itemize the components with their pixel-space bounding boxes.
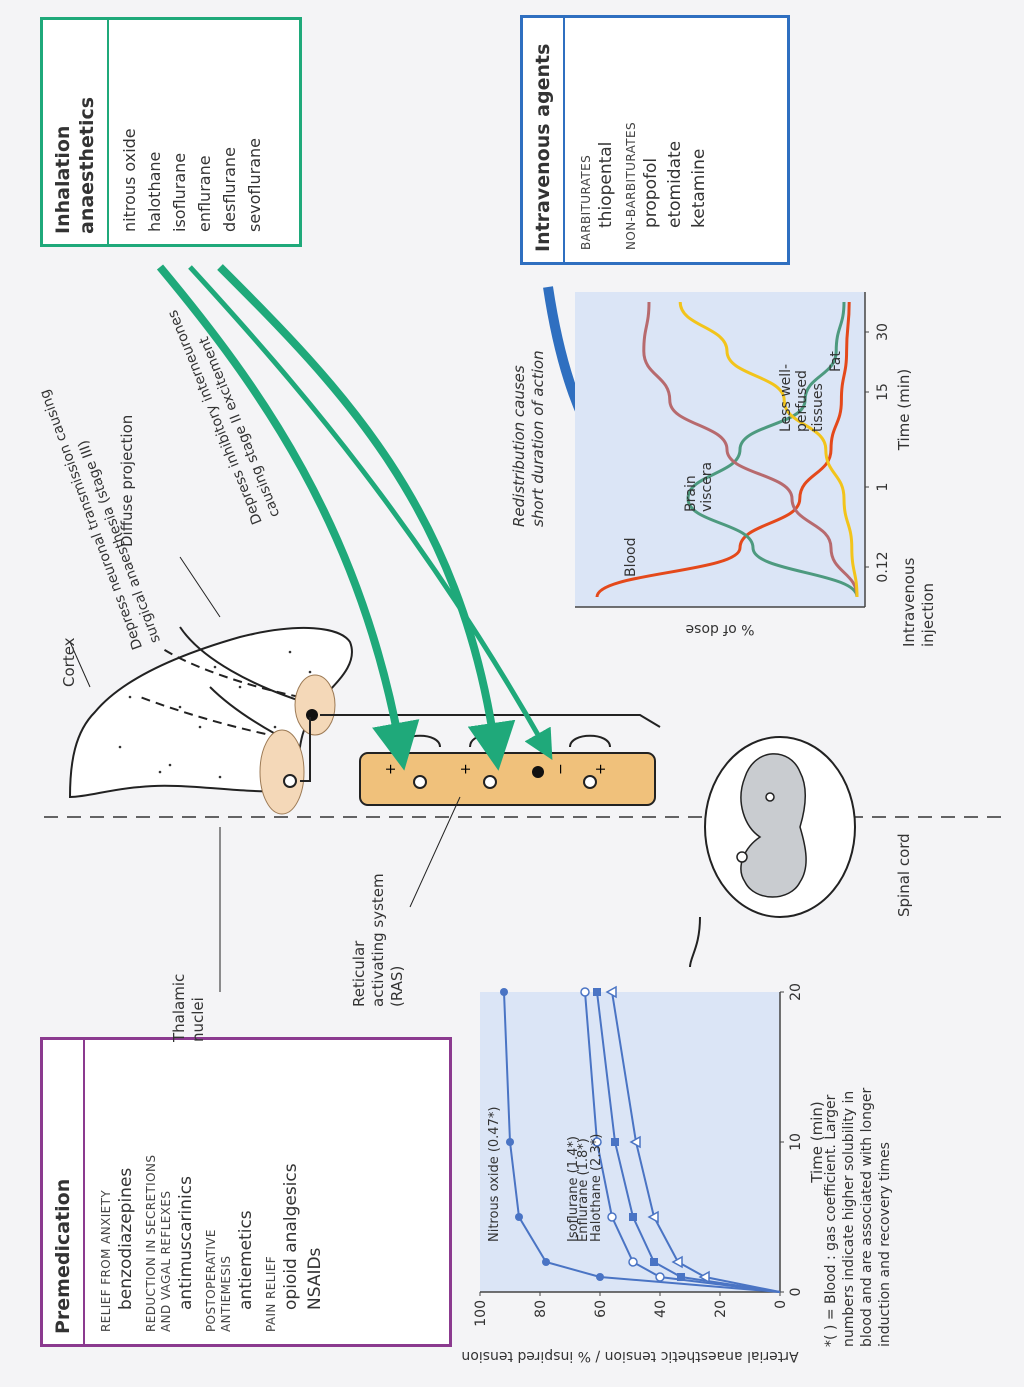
chart1-point — [671, 1255, 683, 1269]
neuron-open — [283, 774, 297, 788]
chart1-series-line — [611, 991, 781, 1293]
chart1-point — [629, 1135, 641, 1149]
ascending-tract-2 — [320, 714, 661, 728]
chart1-point — [628, 1257, 638, 1267]
chart2-series-label: Blood — [623, 537, 639, 577]
spinal-neuron — [765, 792, 775, 802]
chart1-series-label: Isoflurane (1.4*) — [566, 1136, 581, 1242]
chart1-point — [515, 1213, 523, 1221]
dorsal-root-neuron — [736, 851, 748, 863]
label-cortex: Cortex — [60, 637, 78, 687]
chart1-point — [506, 1138, 514, 1146]
chart1-point — [596, 1273, 604, 1281]
chart1-point — [580, 987, 590, 997]
chart2-series-line — [642, 301, 859, 598]
thalamic-nucleus-left — [259, 729, 305, 815]
ras-collateral-1 — [399, 734, 441, 748]
chart1-y-tick-label: 40 — [653, 1300, 669, 1318]
chart1-x-tick-label: 20 — [788, 983, 804, 1001]
cortex-dots — [118, 650, 312, 779]
inhalation-arrow-3 — [188, 265, 553, 761]
plus-sign-2: + — [458, 763, 474, 775]
chart1-point — [655, 1272, 665, 1282]
chart1-x-label: Time (min) — [808, 1101, 826, 1183]
chart2-x-tick-label: 0.12 — [875, 551, 891, 582]
chart1-point — [629, 1213, 637, 1221]
minus-sign: − — [553, 763, 569, 775]
chart2-series-label: Fat — [828, 351, 844, 372]
chart2-y-label: % of dose — [685, 621, 754, 637]
chart1-point — [605, 985, 617, 999]
inhalation-arrow-2 — [217, 264, 516, 771]
chart1-series-label: Enflurane (1.8*) — [576, 1138, 591, 1242]
chart2-series-line — [678, 301, 859, 598]
chart1-series-line — [503, 991, 781, 1293]
chart1-point — [647, 1210, 659, 1224]
chart2-x-label: Time (min) — [895, 369, 913, 451]
label-iv-injection: Intravenous injection — [900, 557, 937, 647]
chart1-point — [611, 1138, 619, 1146]
chart2-series-label: Brainviscera — [683, 462, 715, 512]
chart-redistribution: Blood Brainviscera Less well-perfusedtissu… — [575, 292, 913, 637]
ascending-tract-1 — [300, 717, 311, 782]
chart1-y-tick-label: 60 — [593, 1300, 609, 1318]
footnote: *( ) = Blood : gas coefficient. Larger n… — [823, 1087, 893, 1347]
chart2-plot-area — [575, 292, 865, 607]
chart1-point — [650, 1258, 658, 1266]
chart1-series-line — [596, 991, 781, 1293]
chart2-x-tick-label: 15 — [875, 383, 891, 401]
ras-region — [359, 752, 656, 806]
chart1-y-label: Arterial anaesthetic tension / % inspire… — [461, 1348, 798, 1364]
chart1-point — [500, 988, 508, 996]
label-redistribution: Redistribution causes short duration of … — [510, 350, 547, 527]
spinal-grey-matter — [740, 753, 807, 898]
chart1-series-label: Nitrous oxide (0.47*) — [487, 1107, 502, 1242]
chart1-point — [593, 988, 601, 996]
label-thalamic-nuclei: Thalamic nuclei — [170, 973, 207, 1042]
chart1-point — [592, 1137, 602, 1147]
chart1-x-tick-label: 0 — [788, 1288, 804, 1297]
chart2-x-tick-label: 1 — [875, 483, 891, 492]
ras-collateral-3 — [569, 734, 611, 748]
neuron-filled — [306, 709, 318, 721]
label-ras: Reticular activating system (RAS) — [350, 873, 406, 1007]
thalamic-nucleus-right — [294, 674, 336, 736]
leader-ras — [409, 796, 461, 908]
diffuse-projection-path-2 — [139, 696, 281, 738]
inhalation-arrow-1 — [156, 264, 420, 771]
chart1-point — [542, 1258, 550, 1266]
chart2-series-line — [595, 301, 851, 598]
chart1-series-label: Halothane (2.3*) — [589, 1134, 604, 1242]
chart1-point — [677, 1273, 685, 1281]
chart1-y-tick-label: 0 — [773, 1300, 789, 1309]
plus-sign-3: + — [593, 763, 609, 775]
diffuse-projection-path-1 — [159, 646, 301, 698]
chart1-point — [698, 1270, 710, 1284]
chart1-point — [607, 1212, 617, 1222]
chart2-series-label: Less well-perfusedtissues — [778, 364, 826, 432]
label-spinal-cord: Spinal cord — [895, 833, 913, 917]
ras-neurons — [413, 766, 597, 789]
dorsal-root — [689, 916, 701, 968]
leader-diffuse — [179, 556, 221, 618]
chart1-y-tick-label: 100 — [473, 1300, 489, 1327]
chart1-y-tick-label: 80 — [533, 1300, 549, 1318]
chart2-x-tick-label: 30 — [875, 323, 891, 341]
leader-cortex — [69, 641, 91, 688]
plus-sign-1: + — [383, 763, 399, 775]
chart1-x-tick-label: 10 — [788, 1133, 804, 1151]
chart1-y-tick-label: 20 — [713, 1300, 729, 1318]
